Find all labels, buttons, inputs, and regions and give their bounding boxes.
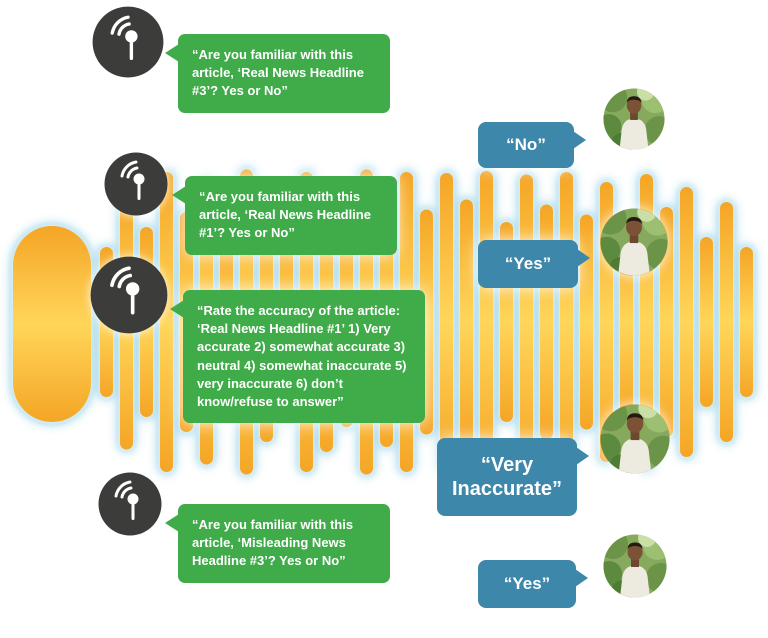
respondent-answer-bubble-1: “No” xyxy=(478,122,586,168)
ivr-question-text-1: “Are you familiar with this article, ‘Re… xyxy=(192,47,364,99)
ivr-question-bubble-1: “Are you familiar with this article, ‘Re… xyxy=(165,34,390,113)
ivr-broadcast-icon xyxy=(92,6,164,78)
ivr-question-text-2: “Are you familiar with this article, ‘Re… xyxy=(199,189,371,241)
respondent-answer-bubble-4: “Yes” xyxy=(478,560,588,608)
ivr-broadcast-icon xyxy=(98,472,162,536)
ivr-broadcast-icon xyxy=(104,152,168,216)
respondent-avatar-1 xyxy=(603,88,665,150)
respondent-answer-text-4: “Yes” xyxy=(503,573,551,593)
respondent-answer-text-2: “Yes” xyxy=(504,253,552,273)
ivr-question-text-3: “Rate the accuracy of the article: ‘Real… xyxy=(197,303,407,409)
respondent-answer-text-3: “Very Inaccurate” xyxy=(451,454,563,500)
ivr-broadcast-icon xyxy=(90,256,168,334)
respondent-answer-bubble-2: “Yes” xyxy=(478,240,590,288)
respondent-avatar-2 xyxy=(600,208,668,276)
respondent-answer-bubble-3: “Very Inaccurate” xyxy=(437,438,589,516)
ivr-question-bubble-4: “Are you familiar with this article, ‘Mi… xyxy=(165,504,390,583)
ivr-question-bubble-2: “Are you familiar with this article, ‘Re… xyxy=(172,176,397,255)
respondent-avatar-3 xyxy=(600,404,670,474)
ivr-question-text-4: “Are you familiar with this article, ‘Mi… xyxy=(192,517,354,569)
respondent-answer-text-1: “No” xyxy=(506,134,546,154)
ivr-question-bubble-3: “Rate the accuracy of the article: ‘Real… xyxy=(170,290,425,424)
respondent-avatar-4 xyxy=(603,534,667,598)
